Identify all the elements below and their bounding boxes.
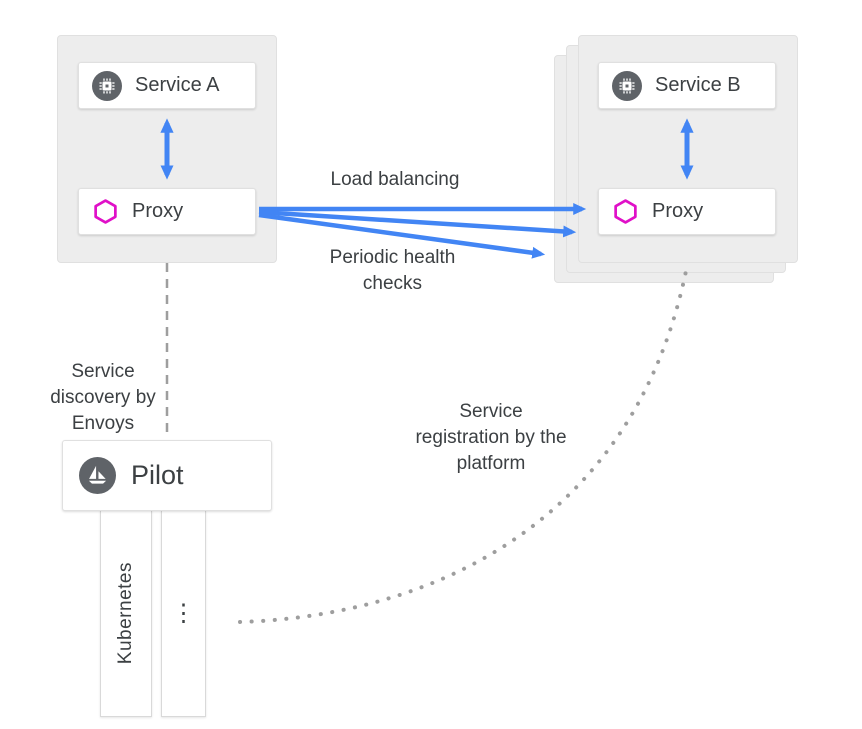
- service-discovery-label: Service discovery by Envoys: [50, 361, 156, 434]
- service-a-label: Service A: [135, 74, 220, 96]
- service-b-card: Service B: [598, 62, 776, 109]
- kubernetes-label: Kubernetes: [115, 562, 136, 665]
- arrow-load-balancing-2: [258, 209, 577, 238]
- service-a-card: Service A: [78, 62, 256, 109]
- proxy-left-card: Proxy: [78, 188, 256, 235]
- pilot-card: Pilot: [62, 440, 272, 511]
- istio-sailboat-icon: [79, 457, 116, 494]
- proxy-right-card: Proxy: [598, 188, 776, 235]
- more-platforms-ellipsis-icon: ⋮: [171, 599, 196, 627]
- service-registration-label: Service registration by the platform: [415, 401, 567, 474]
- service-b-label: Service B: [655, 74, 741, 96]
- chip-icon: [92, 70, 122, 101]
- chip-icon: [612, 70, 642, 101]
- load-balancing-label: Load balancing: [330, 169, 460, 190]
- other-platforms-column: ⋮: [161, 510, 206, 717]
- proxy-left-label: Proxy: [132, 200, 184, 222]
- pilot-label: Pilot: [131, 460, 184, 490]
- proxy-right-label: Proxy: [652, 200, 704, 222]
- proxy-hexagon-icon: [92, 198, 119, 225]
- periodic-health-checks-label: Periodic health checks: [329, 247, 456, 294]
- proxy-hexagon-icon: [612, 198, 639, 225]
- kubernetes-column: Kubernetes: [100, 510, 152, 717]
